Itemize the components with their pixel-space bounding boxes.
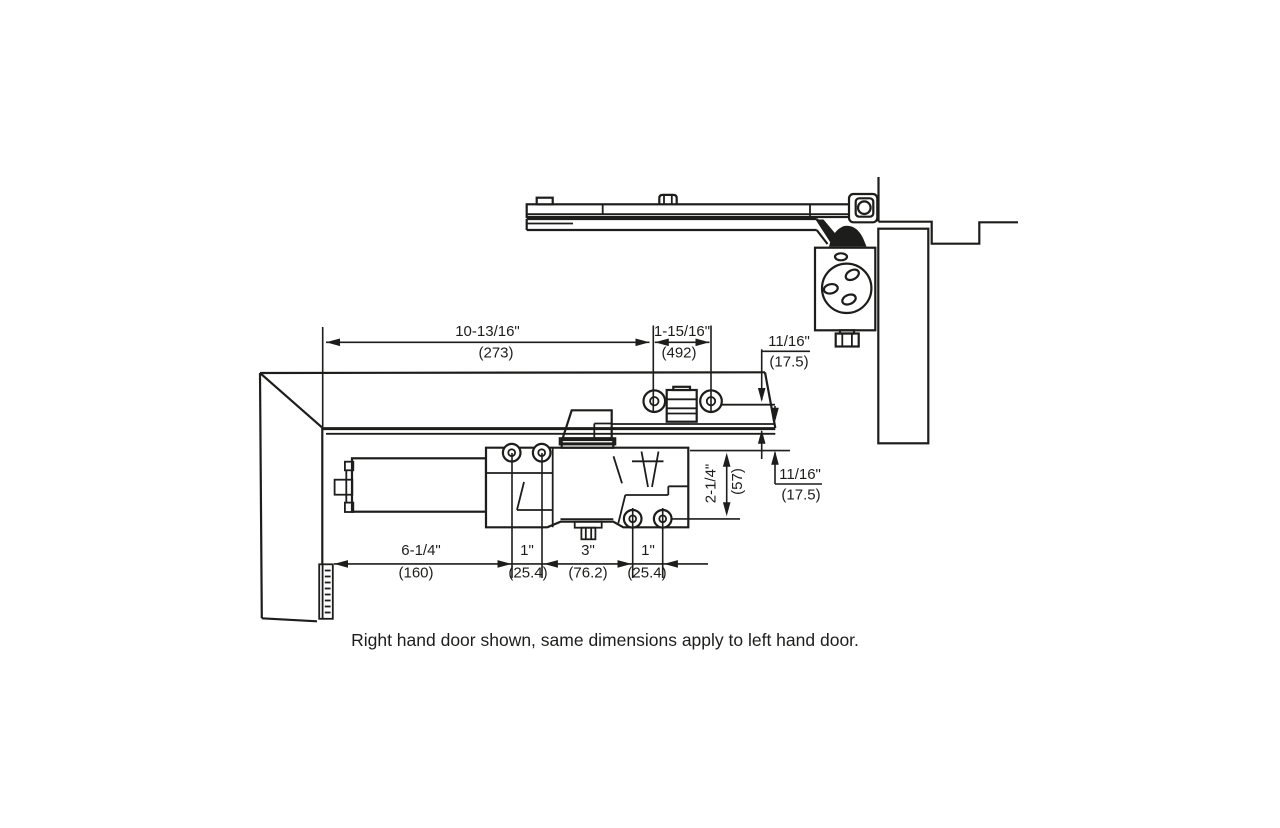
- dimension-labels: 10-13/16" (273) 1-15/16" (492) 11/16" (1…: [398, 323, 820, 582]
- track-clip: [658, 193, 678, 205]
- dim-arm-pivot-in: 1-15/16": [654, 323, 710, 340]
- dim-frame-to-screw-mm: (160): [398, 565, 433, 582]
- elbow-pivot-left: [642, 389, 667, 414]
- bracket-slot: [833, 252, 849, 262]
- dim-track-length-in: 10-13/16": [455, 323, 520, 340]
- arm-hub-silhouette: [829, 225, 867, 247]
- dim-clearance-top-mm: (17.5): [769, 354, 808, 371]
- spring-tube: [350, 457, 488, 513]
- closer-body: [333, 385, 723, 541]
- frame-miter-line: [259, 372, 324, 429]
- body-step-cut: [617, 485, 689, 524]
- dim-screw-gap-center-mm: (76.2): [568, 565, 607, 582]
- drawing-caption: Right hand door shown, same dimensions a…: [351, 630, 859, 650]
- dim-screw-gap-left-in: 1": [520, 542, 534, 559]
- track-end-tab: [535, 196, 554, 206]
- arrowheads: [326, 338, 779, 568]
- arm-assembly-plan-view: [525, 177, 1018, 445]
- bracket-boss: [820, 262, 873, 315]
- frame-outer-edge: [258, 372, 263, 619]
- dim-screw-gap-left-mm: (25.4): [508, 565, 547, 582]
- door-hinge: [318, 563, 334, 620]
- door-edge-section: [877, 227, 930, 445]
- dim-body-height-mm: (57): [729, 468, 746, 495]
- arm-elbow-link: [642, 385, 723, 423]
- dim-clearance-top-in: 11/16": [768, 333, 810, 350]
- tube-end-tab: [343, 501, 355, 513]
- pivot-pin: [856, 200, 872, 216]
- tube-end-tab: [343, 460, 355, 472]
- frame-door-elevation: [258, 371, 777, 623]
- bracket-bolt: [834, 329, 860, 348]
- dim-screw-gap-right-mm: (25.4): [627, 565, 666, 582]
- boss-hole: [841, 293, 857, 306]
- dim-frame-to-screw-in: 6-1/4": [401, 542, 441, 559]
- dim-clearance-bottom-in: 11/16": [779, 466, 821, 483]
- boss-hole: [844, 268, 860, 282]
- dim-clearance-bottom-mm: (17.5): [781, 487, 820, 504]
- tube-end-lug: [333, 478, 354, 496]
- boss-hole: [822, 282, 839, 295]
- dim-track-length-mm: (273): [478, 345, 513, 362]
- arm-shoe: [558, 409, 617, 446]
- frame-bottom-edge: [261, 617, 318, 623]
- dim-screw-gap-right-in: 1": [641, 542, 655, 559]
- dim-arm-pivot-mm: (492): [661, 345, 696, 362]
- header-top-line: [259, 371, 766, 375]
- dim-body-height-in: 2-1/4": [703, 464, 720, 504]
- frame-step-profile: [878, 220, 1018, 245]
- valve-cover: [560, 518, 614, 541]
- body-outline: [484, 446, 690, 529]
- main-arm-bar: [525, 217, 817, 232]
- dim-screw-gap-center-in: 3": [581, 542, 595, 559]
- header-end-slant: [763, 372, 777, 429]
- elbow-block: [665, 388, 698, 423]
- dimension-linework: [321, 325, 822, 578]
- valve-adjust-marks: [612, 451, 664, 488]
